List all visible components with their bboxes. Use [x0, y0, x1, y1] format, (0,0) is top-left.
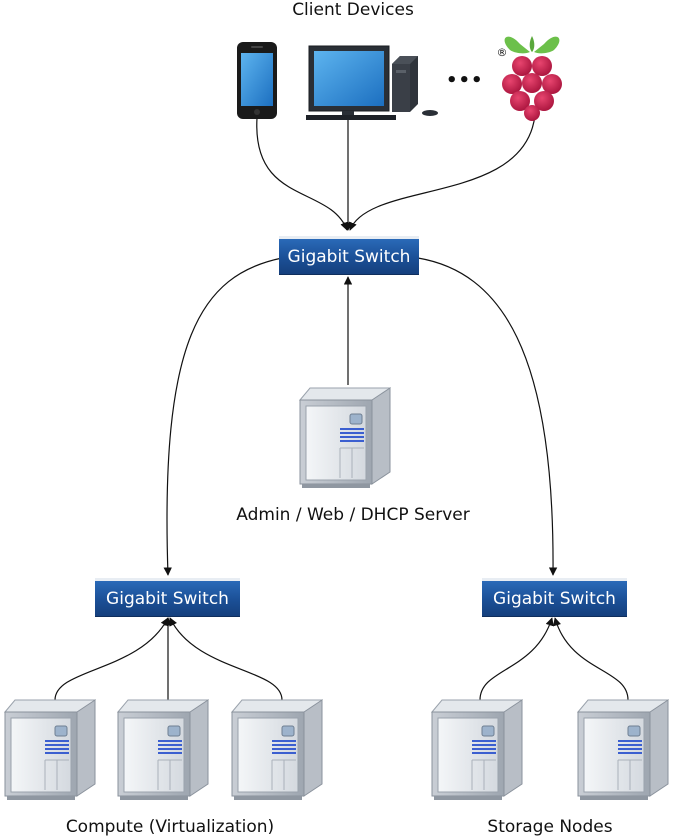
storage-server-icon [431, 699, 523, 801]
storage-server-icon [577, 699, 669, 801]
link-storage-1-to-right-switch [479, 617, 554, 701]
smartphone-icon [237, 42, 277, 119]
link-compute-3-to-left-switch [169, 617, 283, 701]
right-gigabit-switch: Gigabit Switch [482, 578, 627, 616]
link-raspberry-to-top-switch [348, 114, 536, 231]
top-gigabit-switch: Gigabit Switch [279, 236, 419, 274]
link-top-switch-to-left-switch [163, 257, 283, 576]
left-gigabit-switch: Gigabit Switch [95, 578, 240, 616]
link-storage-2-to-right-switch [552, 617, 629, 701]
desktop-computer-icon [306, 45, 438, 120]
storage-label: Storage Nodes [487, 817, 613, 837]
link-phone-to-top-switch [256, 117, 349, 231]
client-devices-label: Client Devices [292, 0, 414, 20]
connectors [54, 114, 629, 701]
compute-server-icon [4, 699, 96, 801]
compute-label: Compute (Virtualization) [65, 817, 275, 837]
raspberry-pi-icon [502, 36, 562, 121]
link-compute-1-to-left-switch [54, 617, 169, 701]
compute-server-icon [231, 699, 323, 801]
registered-mark: ® [496, 46, 508, 59]
ellipsis-more-devices: ••• [446, 70, 484, 91]
link-top-switch-to-right-switch [417, 257, 558, 576]
compute-server-icon [117, 699, 209, 801]
admin-server-icon [299, 387, 391, 489]
admin-server-label: Admin / Web / DHCP Server [236, 505, 470, 525]
